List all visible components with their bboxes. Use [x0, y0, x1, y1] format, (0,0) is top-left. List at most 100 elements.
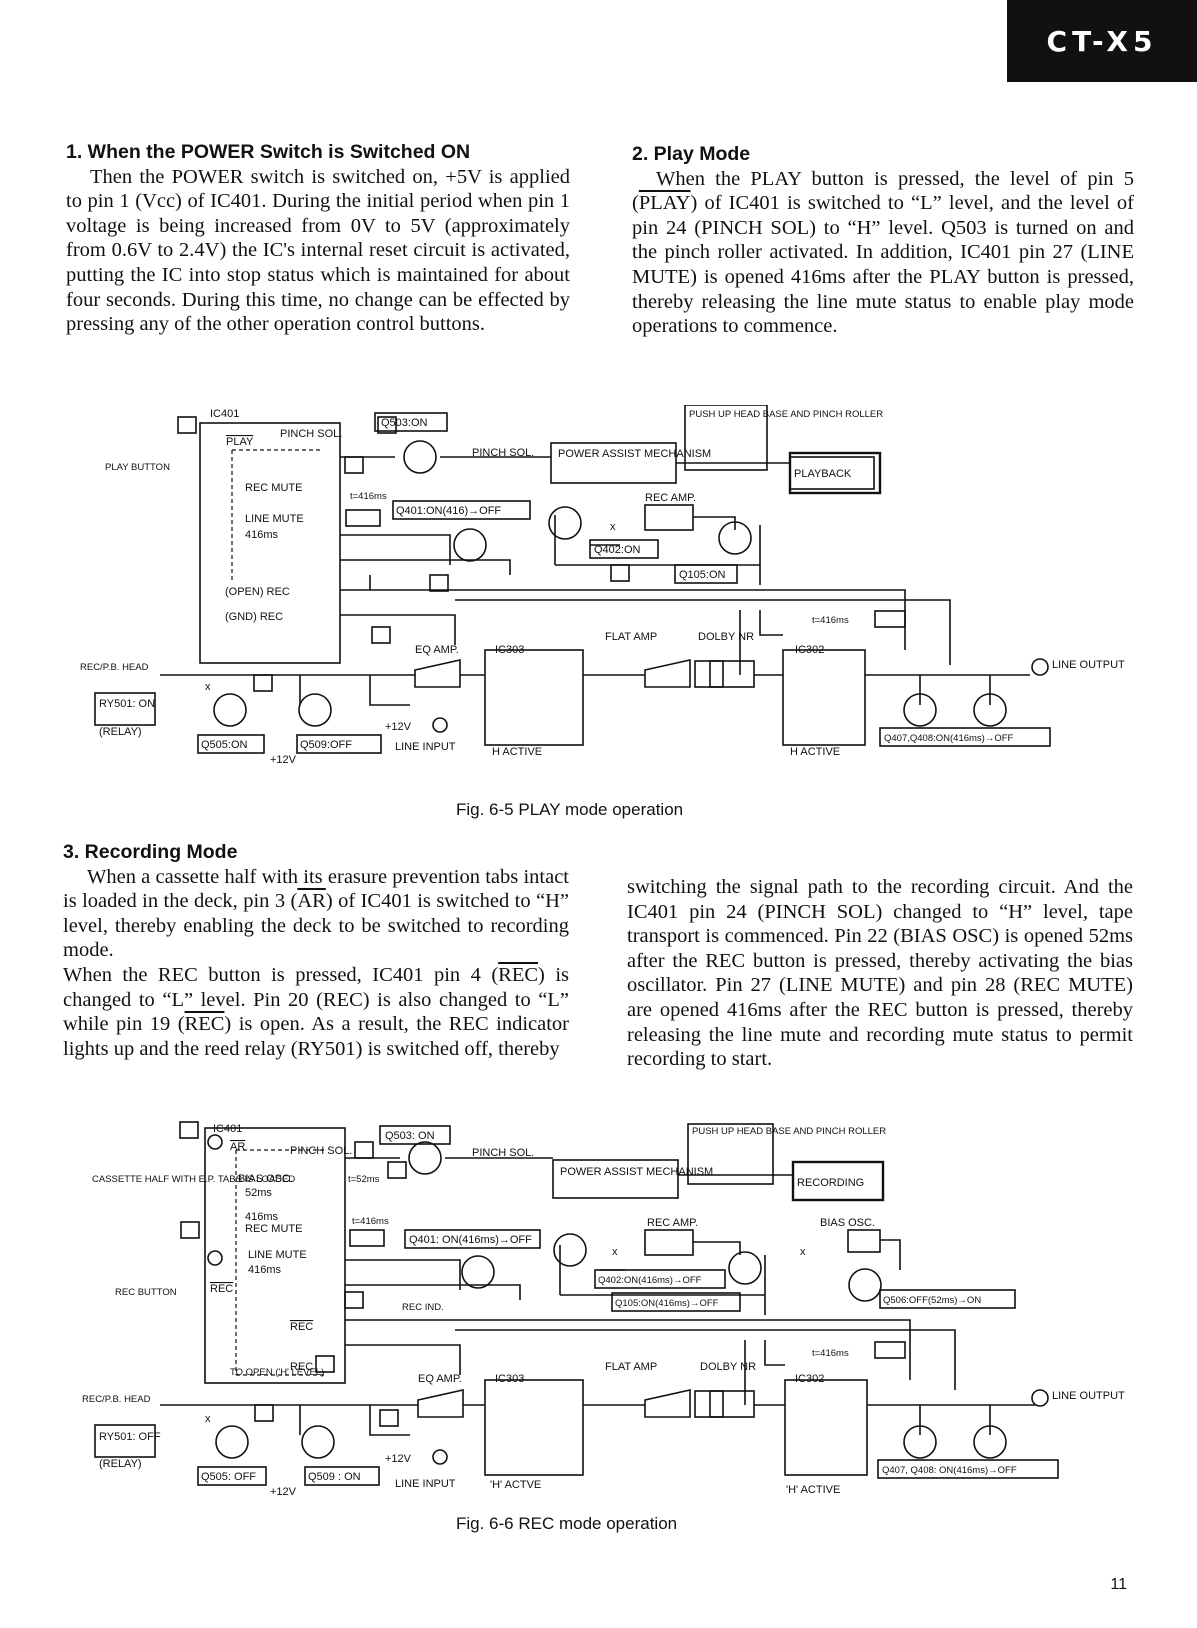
svg-text:REC BUTTON: REC BUTTON — [115, 1287, 177, 1298]
section-para: When a cassette half with its erasure pr… — [63, 865, 569, 962]
svg-text:PINCH SOL.: PINCH SOL. — [472, 447, 534, 459]
svg-text:416ms: 416ms — [245, 1211, 279, 1223]
svg-text:REC IND.: REC IND. — [402, 1302, 444, 1313]
svg-text:+12V: +12V — [270, 754, 297, 766]
svg-text:PUSH UP HEAD BASE AND PINCH RO: PUSH UP HEAD BASE AND PINCH ROLLER — [689, 409, 883, 420]
svg-text:Q509 : ON: Q509 : ON — [308, 1471, 361, 1483]
svg-text:REC/P.B. HEAD: REC/P.B. HEAD — [82, 1394, 151, 1405]
svg-text:TO OPEN ('H' LEVEL): TO OPEN ('H' LEVEL) — [230, 1367, 324, 1378]
svg-text:'H' ACTIVE: 'H' ACTIVE — [786, 1484, 840, 1496]
svg-text:(RELAY): (RELAY) — [99, 1458, 142, 1470]
svg-text:Q402:ON(416ms)→OFF: Q402:ON(416ms)→OFF — [598, 1275, 702, 1286]
section-power-on: 1. When the POWER Switch is Switched ON … — [66, 140, 570, 337]
svg-text:t=416ms: t=416ms — [812, 615, 849, 626]
svg-text:Q402:ON: Q402:ON — [594, 544, 641, 556]
svg-text:DOLBY NR: DOLBY NR — [698, 631, 754, 643]
svg-text:EQ AMP.: EQ AMP. — [415, 644, 459, 656]
svg-text:RY501: OFF: RY501: OFF — [99, 1431, 161, 1443]
svg-text:PINCH SOL.: PINCH SOL. — [290, 1145, 352, 1157]
svg-text:416ms: 416ms — [245, 529, 279, 541]
svg-text:+12V: +12V — [270, 1486, 297, 1498]
section-body: When the PLAY button is pressed, the lev… — [632, 167, 1134, 338]
svg-text:t=416ms: t=416ms — [352, 1216, 389, 1227]
svg-text:POWER ASSIST MECHANISM: POWER ASSIST MECHANISM — [558, 448, 711, 460]
svg-text:Q407, Q408: ON(416ms)→OFF: Q407, Q408: ON(416ms)→OFF — [882, 1465, 1017, 1476]
svg-text:AR: AR — [230, 1141, 245, 1153]
svg-text:(RELAY): (RELAY) — [99, 726, 142, 738]
rec-mode-diagram: IC401 AR PINCH SOL. BIAS OSC. 52ms 416ms… — [82, 1121, 1125, 1498]
svg-text:RY501: ON: RY501: ON — [99, 698, 155, 710]
section-recording-mode-right: switching the signal path to the recordi… — [627, 875, 1133, 1072]
svg-text:PUSH UP HEAD BASE AND PINCH RO: PUSH UP HEAD BASE AND PINCH ROLLER — [692, 1126, 886, 1137]
svg-text:IC401: IC401 — [213, 1123, 242, 1135]
svg-text:Q505: OFF: Q505: OFF — [201, 1471, 256, 1483]
svg-text:REC AMP.: REC AMP. — [647, 1217, 698, 1229]
svg-text:IC401: IC401 — [210, 408, 239, 420]
svg-text:(GND) REC: (GND) REC — [225, 611, 283, 623]
svg-text:+12V: +12V — [385, 721, 412, 733]
svg-text:Q505:ON: Q505:ON — [201, 739, 248, 751]
svg-text:RECORDING: RECORDING — [797, 1177, 864, 1189]
svg-text:REC/P.B. HEAD: REC/P.B. HEAD — [80, 662, 149, 673]
svg-text:BIAS OSC.: BIAS OSC. — [820, 1217, 875, 1229]
svg-text:Q503:ON: Q503:ON — [381, 417, 428, 429]
svg-text:Q105:ON: Q105:ON — [679, 569, 726, 581]
section-para: When the REC button is pressed, IC401 pi… — [63, 963, 570, 1060]
svg-text:Q401:ON(416)→OFF: Q401:ON(416)→OFF — [396, 505, 501, 517]
svg-text:t=416ms: t=416ms — [350, 491, 387, 502]
svg-text:t=52ms: t=52ms — [348, 1174, 380, 1185]
svg-text:Q506:OFF(52ms)→ON: Q506:OFF(52ms)→ON — [883, 1295, 981, 1306]
figure-caption: Fig. 6-5 PLAY mode operation — [456, 800, 684, 819]
svg-text:LINE OUTPUT: LINE OUTPUT — [1052, 1390, 1125, 1402]
svg-text:PLAYBACK: PLAYBACK — [794, 468, 852, 480]
svg-text:t=416ms: t=416ms — [812, 1348, 849, 1359]
svg-text:x: x — [205, 681, 211, 693]
svg-text:IC302: IC302 — [795, 644, 824, 656]
svg-text:x: x — [800, 1246, 806, 1258]
svg-text:PINCH SOL.: PINCH SOL. — [280, 428, 342, 440]
svg-text:52ms: 52ms — [245, 1187, 272, 1199]
svg-text:LINE OUTPUT: LINE OUTPUT — [1052, 659, 1125, 671]
svg-text:Q105:ON(416ms)→OFF: Q105:ON(416ms)→OFF — [615, 1298, 719, 1309]
svg-text:Q401: ON(416ms)→OFF: Q401: ON(416ms)→OFF — [409, 1234, 532, 1246]
svg-text:Q503: ON: Q503: ON — [385, 1130, 435, 1142]
svg-text:REC MUTE: REC MUTE — [245, 1223, 302, 1235]
svg-text:DOLBY NR: DOLBY NR — [700, 1361, 756, 1373]
svg-text:REC AMP.: REC AMP. — [645, 492, 696, 504]
section-play-mode: 2. Play Mode When the PLAY button is pre… — [632, 142, 1134, 339]
svg-text:+12V: +12V — [385, 1453, 412, 1465]
svg-text:POWER ASSIST MECHANISM: POWER ASSIST MECHANISM — [560, 1166, 713, 1178]
svg-text:Q407,Q408:ON(416ms)→OFF: Q407,Q408:ON(416ms)→OFF — [884, 733, 1014, 744]
svg-text:REC: REC — [290, 1361, 313, 1373]
section-para: switching the signal path to the recordi… — [627, 876, 1133, 1071]
svg-text:REC MUTE: REC MUTE — [245, 482, 302, 494]
svg-text:IC303: IC303 — [495, 644, 524, 656]
svg-text:LINE INPUT: LINE INPUT — [395, 1478, 456, 1490]
section-body: Then the POWER switch is switched on, +5… — [66, 165, 570, 336]
svg-text:x: x — [610, 521, 616, 533]
svg-text:Q509:OFF: Q509:OFF — [300, 739, 352, 751]
svg-text:FLAT AMP: FLAT AMP — [605, 1361, 657, 1373]
svg-text:416ms: 416ms — [248, 1264, 282, 1276]
svg-text:PLAY: PLAY — [226, 436, 254, 448]
play-mode-diagram: IC401 PLAY PINCH SOL. REC MUTE LINE MUTE… — [80, 405, 1125, 766]
svg-text:'H' ACTVE: 'H' ACTVE — [490, 1479, 541, 1491]
figure-caption: Fig. 6-6 REC mode operation — [456, 1514, 678, 1533]
svg-text:PINCH SOL.: PINCH SOL. — [472, 1147, 534, 1159]
svg-text:H ACTIVE: H ACTIVE — [790, 746, 840, 758]
page-number: 11 — [1110, 1576, 1127, 1593]
svg-text:LINE INPUT: LINE INPUT — [395, 741, 456, 753]
svg-text:IC303: IC303 — [495, 1373, 524, 1385]
svg-text:BIAS OSC.: BIAS OSC. — [238, 1173, 293, 1185]
svg-text:LINE MUTE: LINE MUTE — [248, 1249, 307, 1261]
section-heading: 2. Play Mode — [632, 143, 751, 165]
section-heading: 3. Recording Mode — [63, 841, 238, 863]
svg-text:IC302: IC302 — [795, 1373, 824, 1385]
svg-text:LINE MUTE: LINE MUTE — [245, 513, 304, 525]
svg-text:REC: REC — [290, 1321, 313, 1333]
svg-text:CASSETTE HALF WITH E.P. TABS I: CASSETTE HALF WITH E.P. TABS IS LOADED — [92, 1174, 295, 1185]
svg-text:x: x — [205, 1413, 211, 1425]
svg-text:REC: REC — [210, 1283, 233, 1295]
svg-text:EQ AMP.: EQ AMP. — [418, 1373, 462, 1385]
svg-text:H ACTIVE: H ACTIVE — [492, 746, 542, 758]
